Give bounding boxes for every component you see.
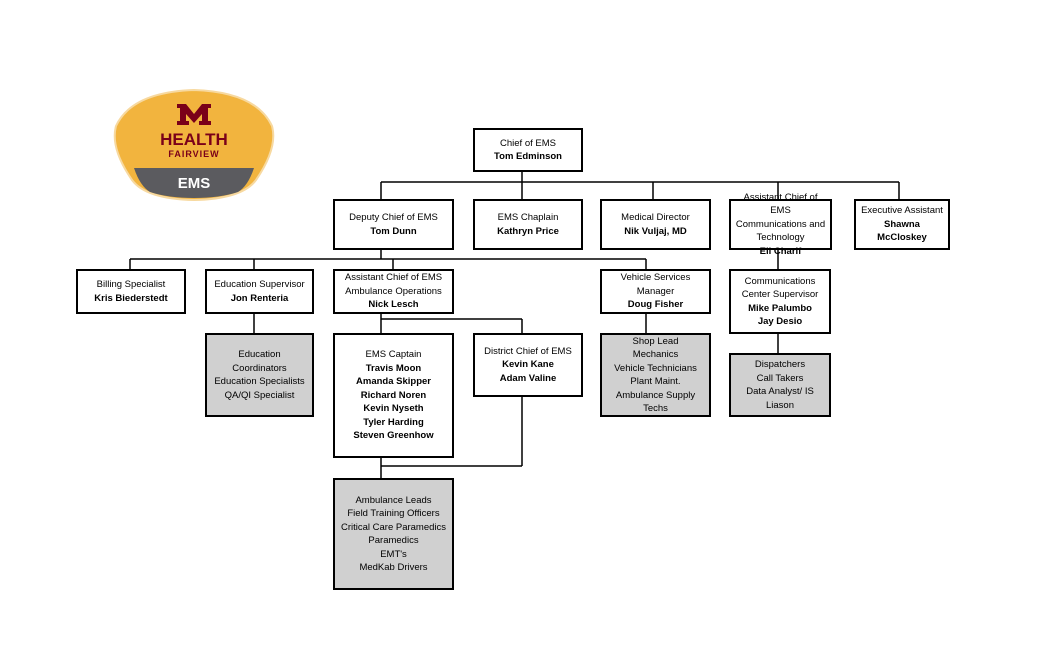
logo-text-fairview: FAIRVIEW <box>168 149 219 159</box>
node-title-line: Vehicle Services <box>620 272 691 284</box>
node-title-line: Assistant Chief of EMS <box>743 191 818 217</box>
node-title-line: Ambulance Leads <box>355 494 432 506</box>
node-person-name: Tom Dunn <box>370 225 417 237</box>
node-title-line: Plant Maint. <box>630 376 681 387</box>
node-title-line: Medical Director <box>621 212 690 223</box>
block-m-icon <box>177 104 211 125</box>
node-title-line: District Chief of EMS <box>484 345 572 357</box>
node-title-line: Mechanics <box>632 349 679 360</box>
node-title-line: Education Supervisor <box>214 279 305 290</box>
node-person-name: Tom Edminson <box>494 151 562 162</box>
node-title-line: Ambulance Supply Techs <box>615 389 696 415</box>
logo-text-ems: EMS <box>178 175 211 192</box>
node-person-name: Adam Valine <box>499 372 557 384</box>
node-title-line: Data Analyst/ IS Liason <box>746 386 814 411</box>
node-title-line: Billing Specialist <box>96 279 166 290</box>
node-person-name: Steven Greenhow <box>353 430 434 442</box>
node-title-line: Communications <box>744 275 816 287</box>
node-title-line: Education Coordinators <box>232 349 287 374</box>
node-title-line: Call Takers <box>756 372 804 384</box>
node-title-line: EMS Captain <box>365 349 422 361</box>
node-title-line: MedKab Drivers <box>359 562 428 573</box>
node-title-line: Education Specialists <box>214 376 305 387</box>
node-person-name: Mike Palumbo <box>748 302 812 314</box>
node-title-line: Chief of EMS <box>500 137 556 149</box>
node-title-line: Assistant Chief of EMS <box>344 272 443 284</box>
node-title-line: Critical Care Paramedics <box>340 521 447 533</box>
node-title-line: Center Supervisor <box>741 289 819 300</box>
node-title-line: Communications and <box>735 218 826 230</box>
node-person-name: Kevin Nyseth <box>363 403 424 415</box>
node-chief-of-ems: Chief of EMS Tom Edminson <box>473 128 583 172</box>
node-title-line: QA/QI Specialist <box>224 389 295 401</box>
node-title-line: Dispatchers <box>754 359 806 370</box>
node-person-name: Doug Fisher <box>627 299 684 311</box>
node-title-line: Deputy Chief of EMS <box>349 212 438 223</box>
node-person-name: Nik Vuljaj, MD <box>624 225 687 237</box>
node-title-line: Shop Lead <box>632 335 679 347</box>
logo-text-health: HEALTH <box>160 130 228 149</box>
node-person-name: Kathryn Price <box>497 225 559 237</box>
node-title-line: EMS Chaplain <box>497 212 559 223</box>
node-title-line: Field Training Officers <box>347 508 440 519</box>
node-person-name: Eli Charif <box>759 245 802 257</box>
node-person-name: Kris Biederstedt <box>94 292 168 304</box>
node-title-line: EMT's <box>380 548 407 560</box>
node-person-name: Richard Noren <box>360 389 427 401</box>
health-fairview-ems-logo: HEALTH FAIRVIEW EMS <box>113 88 275 202</box>
node-title-line: Paramedics <box>368 535 419 546</box>
node-person-name: Amanda Skipper <box>356 376 431 388</box>
node-title-line: Technology <box>756 232 805 244</box>
node-title-line: Ambulance Operations <box>345 285 442 297</box>
node-person-name: Shawna McCloskey <box>877 218 927 244</box>
node-person-name: Jon Renteria <box>230 292 289 304</box>
node-person-name: Jay Desio <box>757 316 803 327</box>
node-title-line: Vehicle Technicians <box>614 362 697 374</box>
node-title-line: Executive Assistant <box>861 205 943 217</box>
logo-band <box>134 168 254 198</box>
node-person-name: Tyler Harding <box>363 416 424 428</box>
node-person-name: Kevin Kane <box>502 359 554 371</box>
node-person-name: Nick Lesch <box>368 299 419 311</box>
node-deputy-chief: Deputy Chief of EMS Tom Dunn <box>333 199 454 250</box>
node-title-line: Manager <box>636 285 675 297</box>
node-person-name: Travis Moon <box>365 362 422 374</box>
